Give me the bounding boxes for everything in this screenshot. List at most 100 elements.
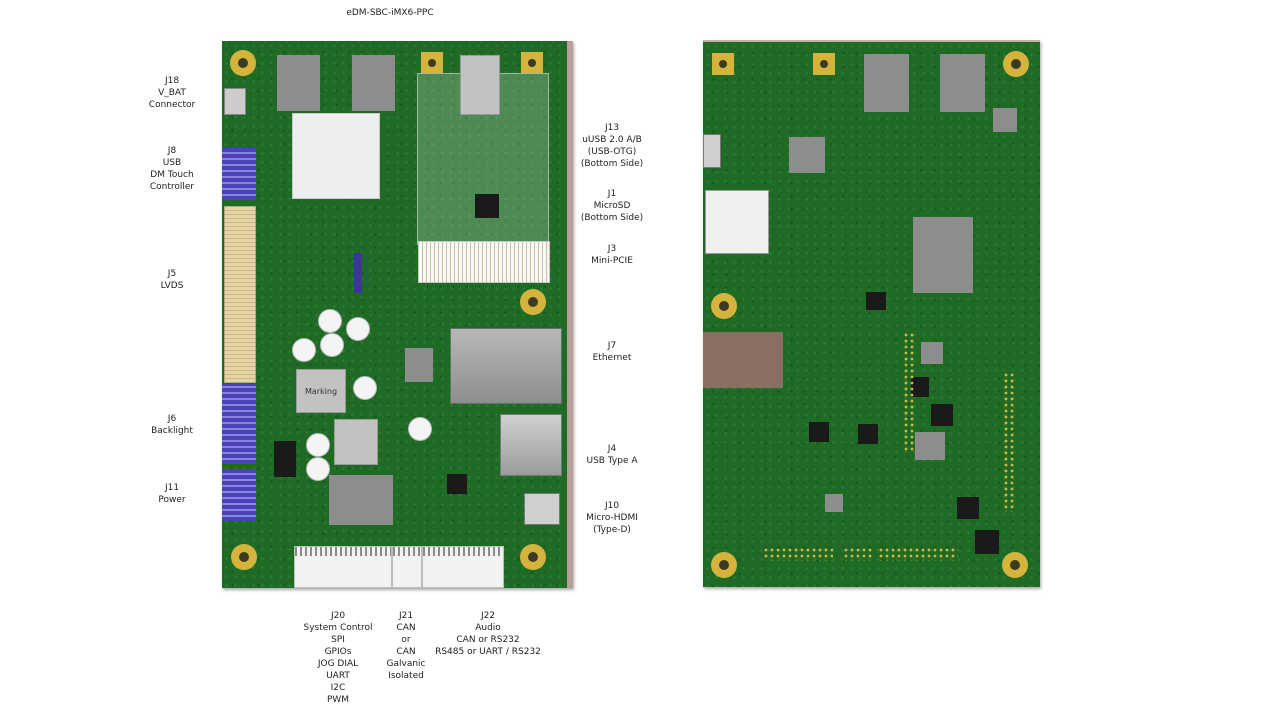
label-line: Isolated — [388, 671, 424, 681]
mounting-hole — [520, 289, 546, 315]
capacitor — [292, 338, 316, 362]
capacitor — [318, 309, 342, 333]
label-line: USB Type A — [586, 456, 638, 466]
ic-chip — [405, 348, 433, 382]
ic-chip — [789, 137, 825, 173]
label-line: Backlight — [151, 426, 193, 436]
ic-chip — [931, 404, 953, 426]
ic-chip — [825, 494, 843, 512]
v-bat-connector — [224, 88, 246, 115]
label-line: SPI — [331, 635, 345, 645]
memory-chip — [864, 54, 909, 112]
label-line: J18 — [164, 76, 180, 86]
ic-chip — [329, 475, 393, 525]
pin-row — [1003, 372, 1015, 512]
label-line: CAN or RS232 — [456, 635, 520, 645]
label-line: Galvanic — [386, 659, 426, 669]
mounting-pad — [421, 52, 443, 74]
usb-type-a-port — [500, 414, 562, 476]
ic-chip — [975, 530, 999, 554]
ic-chip — [993, 108, 1017, 132]
label-line: UART — [326, 671, 350, 681]
module-shield — [460, 55, 500, 115]
memory-chip — [277, 55, 320, 111]
label-line: Power — [158, 495, 186, 505]
ic-chip — [447, 474, 467, 494]
label-line: RS485 or UART / RS232 — [435, 647, 541, 657]
capacitor — [346, 317, 370, 341]
memory-chip — [913, 217, 973, 293]
label-line: (Type-D) — [593, 525, 631, 535]
label-line: J7 — [607, 341, 617, 351]
ic-chip — [911, 377, 929, 397]
pin-row — [763, 547, 833, 561]
ic-chip — [957, 497, 979, 519]
label-line: PWM — [326, 695, 350, 705]
mounting-hole — [230, 50, 256, 76]
chip-marking: Marking — [304, 386, 338, 396]
mounting-pad — [712, 53, 734, 75]
label-line: J22 — [480, 611, 496, 621]
memory-chip — [940, 54, 985, 112]
label-line: System Control — [303, 623, 373, 633]
label-line: Audio — [475, 623, 501, 633]
label-line: GPIOs — [324, 647, 352, 657]
ic-chip — [858, 424, 878, 444]
ic-chip — [866, 292, 886, 310]
label-line: J13 — [604, 123, 620, 133]
label-line: J8 — [167, 146, 177, 156]
capacitor — [306, 457, 330, 481]
backlight-connector — [222, 384, 256, 464]
mounting-hole — [520, 544, 546, 570]
ethernet-jack-underside — [703, 332, 783, 388]
mounting-hole — [711, 293, 737, 319]
label-line: LVDS — [160, 281, 184, 291]
board-top-side: Marking — [222, 41, 573, 588]
usb-touch-connector — [222, 148, 256, 200]
processor-chip — [292, 113, 380, 199]
capacitor — [353, 376, 377, 400]
diagram-title: eDM-SBC-iMX6-PPC — [346, 8, 434, 18]
label-line: CAN — [396, 647, 416, 657]
mounting-hole — [711, 552, 737, 578]
label-line: J4 — [607, 444, 617, 454]
label-line: J5 — [167, 269, 177, 279]
label-line: USB — [162, 158, 182, 168]
mounting-hole — [1002, 552, 1028, 578]
pin-row — [843, 547, 873, 561]
ic-chip — [915, 432, 945, 460]
ic-chip — [921, 342, 943, 364]
pin-row — [878, 547, 958, 561]
label-line: I2C — [330, 683, 346, 693]
label-line: J6 — [167, 414, 177, 424]
micro-usb-connector — [703, 134, 721, 168]
label-line: DM Touch — [150, 170, 194, 180]
capacitor — [408, 417, 432, 441]
label-line: JOG DIAL — [317, 659, 359, 669]
capacitor — [320, 333, 344, 357]
label-line: Ethernet — [592, 353, 632, 363]
ic-chip — [809, 422, 829, 442]
inductor-chip: Marking — [296, 369, 346, 413]
board-bottom-side — [703, 40, 1040, 587]
label-line: Micro-HDMI — [586, 513, 638, 523]
label-line: J3 — [607, 244, 617, 254]
power-connector — [222, 469, 256, 521]
label-line: Mini-PCIE — [591, 256, 633, 266]
mounting-hole — [231, 544, 257, 570]
label-line: J1 — [607, 189, 617, 199]
label-line: J11 — [164, 483, 180, 493]
